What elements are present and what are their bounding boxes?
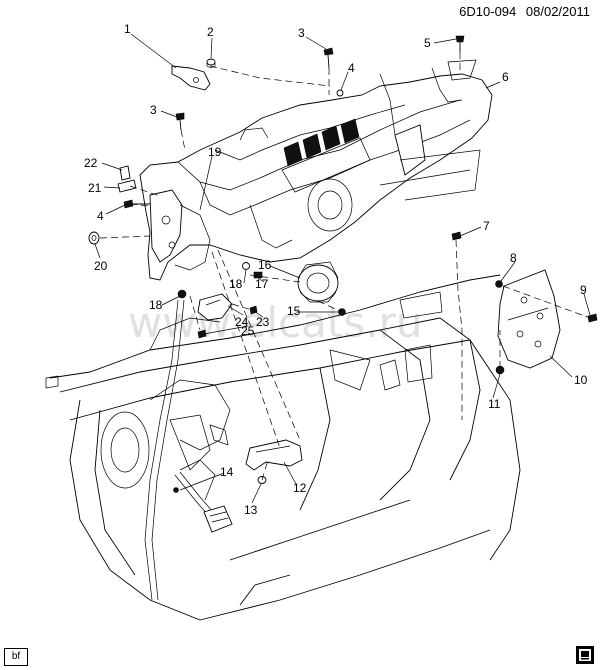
- part-21-clip: [117, 179, 137, 193]
- callout-22: 22: [84, 156, 98, 170]
- part-18-nut-b: [177, 289, 187, 299]
- bolt-7: [451, 231, 462, 241]
- callout-14: 14: [220, 465, 234, 479]
- part-17-bolt: [253, 271, 263, 279]
- instrument-panel-carrier: [139, 59, 493, 281]
- callout-labels: 1 2 3 4 5 6 3 22 19 21 4 20 16 18 17 7 8…: [84, 22, 588, 517]
- callout-11: 11: [488, 397, 501, 411]
- part-9-bolt: [587, 313, 598, 323]
- callout-10: 10: [574, 373, 588, 387]
- bolt-4-top: [336, 89, 344, 97]
- callout-23: 23: [256, 315, 270, 329]
- part-2-nut: [206, 58, 216, 68]
- part-1-bracket: [171, 65, 211, 91]
- vehicle-body-shell: [45, 274, 521, 621]
- callout-1: 1: [124, 22, 131, 36]
- callout-24: 24: [235, 315, 249, 329]
- callout-7: 7: [483, 219, 490, 233]
- callout-18b: 18: [149, 298, 163, 312]
- part-14-pedal: [173, 471, 233, 533]
- callout-18: 18: [229, 277, 243, 291]
- part-22-pin: [119, 165, 131, 181]
- leader-lines: [94, 33, 591, 504]
- part-10-bracket: [497, 269, 561, 369]
- part-18-bolt-a: [242, 262, 250, 270]
- vent-openings: [283, 118, 360, 167]
- diagram-code: 6D10-094: [459, 4, 517, 19]
- part-4-bolt-left: [123, 199, 150, 209]
- part-24-bracket: [197, 293, 233, 321]
- diagram-header: 6D10-094 08/02/2011: [453, 4, 590, 19]
- callout-15: 15: [287, 304, 301, 318]
- callout-13: 13: [244, 503, 258, 517]
- callout-17: 17: [255, 277, 269, 291]
- callout-9: 9: [580, 283, 587, 297]
- gm-logo-icon: [576, 646, 594, 664]
- bf-badge: bf: [4, 648, 28, 666]
- callout-4: 4: [348, 61, 355, 75]
- callout-2: 2: [207, 25, 214, 39]
- callout-19: 19: [208, 145, 222, 159]
- part-12-bracket: [245, 439, 303, 471]
- callout-3: 3: [298, 26, 305, 40]
- bolt-3-top: [323, 47, 334, 69]
- watermark-text: www.elcats.ru: [128, 298, 422, 347]
- part-8-bolt: [495, 280, 503, 288]
- callout-25: 25: [241, 324, 255, 338]
- callout-16: 16: [258, 258, 272, 272]
- callout-8: 8: [510, 251, 517, 265]
- callout-4b: 4: [97, 209, 104, 223]
- callout-21: 21: [88, 181, 102, 195]
- alignment-lines: [99, 52, 591, 481]
- callout-5: 5: [424, 36, 431, 50]
- bolt-3-left: [175, 112, 185, 131]
- part-20-washer: [88, 231, 100, 245]
- bolt-5: [455, 35, 465, 52]
- callout-6: 6: [502, 70, 509, 84]
- callout-12: 12: [293, 481, 307, 495]
- callout-3b: 3: [150, 103, 157, 117]
- diagram-date: 08/02/2011: [525, 4, 590, 19]
- part-16-collar: [297, 261, 339, 303]
- part-25-screw: [197, 329, 207, 339]
- callout-20: 20: [94, 259, 108, 273]
